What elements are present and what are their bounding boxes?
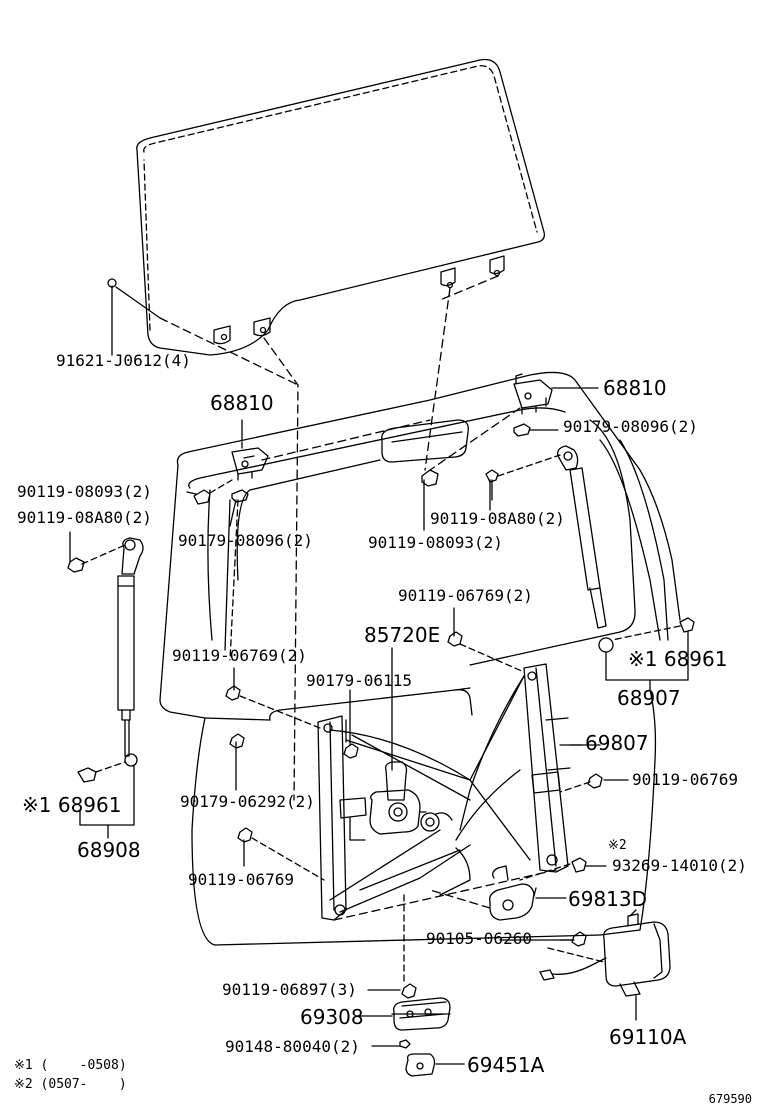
fasteners-regulator <box>225 631 603 947</box>
stay-68907 <box>557 445 695 691</box>
label-bolt-left-a80: 90119-08A80(2) <box>17 508 152 527</box>
lever-69813D <box>429 865 537 921</box>
label-screw-14010: 93269-14010(2) <box>612 856 747 875</box>
label-bolt-left-upper: 90119-08093(2) <box>17 482 152 501</box>
motor-85720E <box>369 651 453 835</box>
label-bolt-06769-left: 90119-06769(2) <box>172 646 307 665</box>
label-bolt-06769-bottom: 90119-06769 <box>188 870 294 889</box>
figure-id: 679590 <box>708 1092 752 1106</box>
label-nut-06292: 90179-06292(2) <box>180 792 315 811</box>
label-stay-right: 68907 <box>617 686 681 710</box>
controller-69110A <box>539 909 671 997</box>
label-controller: 69110A <box>609 1025 687 1049</box>
label-glass-bolt: 91621-J0612(4) <box>56 351 191 370</box>
label-nut-left: 90179-08096(2) <box>178 531 313 550</box>
label-bracket-69308: 69308 <box>300 1005 364 1029</box>
label-bracket-left: 68810 <box>210 391 274 415</box>
label-bracket-right: 68810 <box>603 376 667 400</box>
label-nut-06115: 90179-06115 <box>306 671 412 690</box>
stay-68908 <box>77 537 144 839</box>
label-stay-left-bolt: ※1 68961 <box>22 793 122 817</box>
footnote-1: ※1 ( -0508) <box>14 1058 127 1073</box>
label-bolt-mid-a80: 90119-08A80(2) <box>430 509 565 528</box>
label-bolt-06897: 90119-06897(3) <box>222 980 357 999</box>
label-nut-right: 90179-08096(2) <box>563 417 698 436</box>
label-clip-69451a: 69451A <box>467 1053 545 1077</box>
label-screw-note: ※2 <box>608 838 627 853</box>
bracket-68810-left <box>231 419 431 481</box>
bottom-parts <box>391 894 465 1077</box>
label-motor: 85720E <box>364 623 441 647</box>
label-bolt-mid-093: 90119-08093(2) <box>368 533 503 552</box>
label-lever: 69813D <box>568 887 648 911</box>
label-regulator: 69807 <box>585 731 649 755</box>
leader-lines <box>69 285 637 1065</box>
fasteners-upper <box>67 423 561 661</box>
label-bolt-06260: 90105-06260 <box>426 929 532 948</box>
door-panel <box>159 371 681 946</box>
label-bolt-06769-right: 90119-06769 <box>632 770 738 789</box>
label-bolt-06769-top: 90119-06769(2) <box>398 586 533 605</box>
label-clip-80040: 90148-80040(2) <box>225 1037 360 1056</box>
label-stay-right-bolt: ※1 68961 <box>628 647 728 671</box>
bracket-68810-right <box>429 373 599 471</box>
door-glass <box>107 58 546 801</box>
regulator-69807 <box>317 663 601 921</box>
label-stay-left: 68908 <box>77 838 141 862</box>
footnote-2: ※2 (0507- ) <box>14 1077 127 1092</box>
